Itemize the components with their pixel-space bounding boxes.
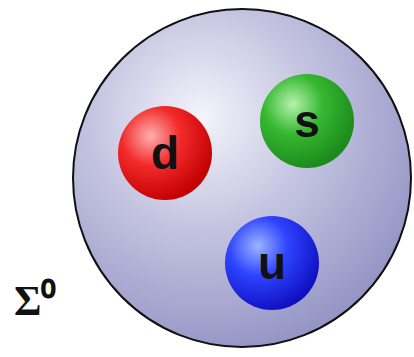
- circle-shape: [260, 74, 354, 168]
- hadron-circle: dsuΣ⁰: [72, 8, 412, 348]
- quark-circle: s: [260, 74, 354, 168]
- quark-circle: d: [118, 106, 212, 200]
- circle-shape: [118, 106, 212, 200]
- circle-shape: [73, 9, 411, 347]
- circle-shape: [225, 216, 319, 310]
- particle-label: Σ⁰: [14, 280, 56, 322]
- quark-label: d: [151, 130, 179, 176]
- quark-label: u: [258, 240, 286, 286]
- quark-circle: u: [225, 216, 319, 310]
- quark-label: s: [294, 98, 320, 144]
